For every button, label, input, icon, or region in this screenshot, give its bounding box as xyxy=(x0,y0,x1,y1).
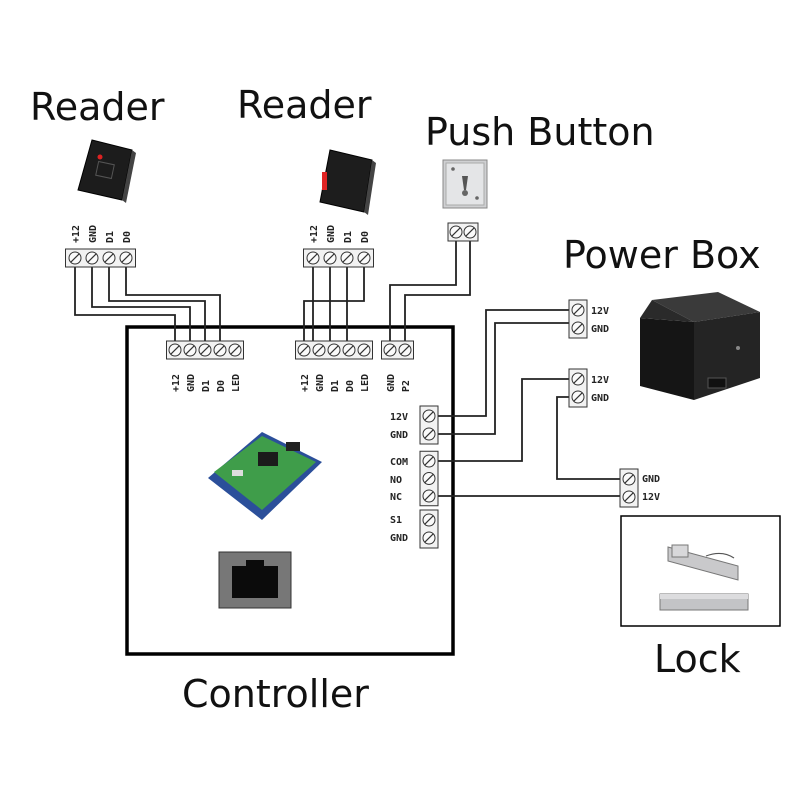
controller-r2-terminal-screw-1-slot xyxy=(299,345,309,355)
lock-terminal-labels: GND 12V xyxy=(642,474,660,503)
controller-side-labels: 12V GND COM NO NC S1 GND xyxy=(390,412,408,544)
reader1-terminal-labels: +12 GND D1 D0 xyxy=(71,225,133,243)
reader1-label-plus12: +12 xyxy=(71,225,82,243)
reader2-terminal-block xyxy=(303,248,374,268)
reader2-image xyxy=(319,149,376,215)
controller-btn-terminal-screw-2-slot xyxy=(400,345,410,355)
controller-r2-terminal-screw-4-slot xyxy=(344,345,354,355)
ctrl-r2-label-d0: D0 xyxy=(345,380,356,392)
power-box1-labels: 12V GND xyxy=(591,306,609,335)
ctrl-side-label-gnd: GND xyxy=(390,430,408,441)
reader1-terminal-block xyxy=(65,248,136,268)
reader2-label-plus12: +12 xyxy=(309,225,320,243)
ctrl-side-label-com: COM xyxy=(390,457,408,468)
controller-power-terminal-screw-1-slot xyxy=(424,411,434,421)
ctrl-r1-label-d1: D1 xyxy=(201,380,212,392)
reader2-terminal-screw-4-slot xyxy=(359,253,369,263)
power-box1-terminal-screw-2-slot xyxy=(573,323,583,333)
power-box-title: Power Box xyxy=(563,233,761,277)
reader2-terminal-screw-3-slot xyxy=(342,253,352,263)
controller-relay-terminal-screw-3-slot xyxy=(424,491,434,501)
lock-label-gnd: GND xyxy=(642,474,660,485)
controller-reader1-labels: +12 GND D1 D0 LED xyxy=(171,374,242,392)
ctrl-r1-label-led: LED xyxy=(231,374,242,392)
reader1-title: Reader xyxy=(30,85,165,129)
controller-r1-terminal-screw-2-slot xyxy=(185,345,195,355)
controller-r2-terminal-screw-2-slot xyxy=(314,345,324,355)
reader1-image xyxy=(77,139,136,203)
ctrl-btn-label-gnd: GND xyxy=(386,374,397,392)
ctrl-r1-label-gnd: GND xyxy=(186,374,197,392)
push-button-terminal-screw-1-slot xyxy=(451,227,461,237)
power-box2-labels: 12V GND xyxy=(591,375,609,404)
wires xyxy=(74,241,621,497)
reader1-label-d0: D0 xyxy=(122,231,133,243)
ctrl-r2-label-d1: D1 xyxy=(330,380,341,392)
ctrl-r2-label-gnd: GND xyxy=(315,374,326,392)
pb1-label-12v: 12V xyxy=(591,306,609,317)
circuit-board-image xyxy=(208,432,322,520)
ctrl-r1-label-d0: D0 xyxy=(216,380,227,392)
controller-box xyxy=(125,325,455,656)
lock-box xyxy=(620,515,781,627)
power-box1-terminal-screw-1-slot xyxy=(573,305,583,315)
controller-relay-terminal-screw-1-slot xyxy=(424,456,434,466)
reader2-label-gnd: GND xyxy=(326,225,337,243)
reader1-label-gnd: GND xyxy=(88,225,99,243)
power-box2-terminal-screw-2-slot xyxy=(573,392,583,402)
lock-label-12v: 12V xyxy=(642,492,660,503)
reader2-label-d0: D0 xyxy=(360,231,371,243)
controller-r2-terminal-screw-5-slot xyxy=(359,345,369,355)
reader1-terminal-screw-3-slot xyxy=(104,253,114,263)
ctrl-side-label-no: NO xyxy=(390,475,402,486)
reader2-terminal-labels: +12 GND D1 D0 xyxy=(309,225,371,243)
terminal-blocks xyxy=(65,222,639,549)
controller-title: Controller xyxy=(182,672,369,716)
controller-r1-terminal-screw-4-slot xyxy=(215,345,225,355)
reader1-label-d1: D1 xyxy=(105,231,116,243)
ctrl-r2-label-plus12: +12 xyxy=(300,374,311,392)
pb2-label-12v: 12V xyxy=(591,375,609,386)
push-button-image xyxy=(442,159,488,209)
pb2-label-gnd: GND xyxy=(591,393,609,404)
reader1-terminal-screw-2-slot xyxy=(87,253,97,263)
power-box-image xyxy=(640,292,760,400)
lock-terminal-screw-1-slot xyxy=(624,474,634,484)
reader2-terminal-screw-1-slot xyxy=(308,253,318,263)
ctrl-r2-label-led: LED xyxy=(360,374,371,392)
controller-sensor-terminal-screw-2-slot xyxy=(424,533,434,543)
push-button-terminal-screw-2-slot xyxy=(465,227,475,237)
reader2-terminal-screw-2-slot xyxy=(325,253,335,263)
reader2-title: Reader xyxy=(237,83,372,127)
controller-button-labels: GND P2 xyxy=(386,374,412,392)
reader1-terminal-screw-4-slot xyxy=(121,253,131,263)
lock-image xyxy=(659,544,749,611)
pb1-label-gnd: GND xyxy=(591,324,609,335)
controller-reader2-labels: +12 GND D1 D0 LED xyxy=(300,374,371,392)
rj45-port xyxy=(218,551,292,609)
ctrl-side-label-12v: 12V xyxy=(390,412,408,423)
controller-btn-terminal-screw-1-slot xyxy=(385,345,395,355)
controller-r1-terminal-screw-3-slot xyxy=(200,345,210,355)
controller-r1-terminal-screw-5-slot xyxy=(230,345,240,355)
push-button-title: Push Button xyxy=(425,110,655,154)
controller-power-terminal-screw-2-slot xyxy=(424,429,434,439)
reader2-label-d1: D1 xyxy=(343,231,354,243)
controller-r1-terminal-screw-1-slot xyxy=(170,345,180,355)
controller-r2-terminal-screw-3-slot xyxy=(329,345,339,355)
lock-title: Lock xyxy=(654,637,741,681)
ctrl-side-label-s1: S1 xyxy=(390,515,402,526)
ctrl-btn-label-p2: P2 xyxy=(401,380,412,392)
ctrl-side-label-nc: NC xyxy=(390,492,402,503)
reader1-terminal-screw-1-slot xyxy=(70,253,80,263)
ctrl-side-label-gnd2: GND xyxy=(390,533,408,544)
lock-terminal-screw-2-slot xyxy=(624,492,634,502)
controller-sensor-terminal-screw-1-slot xyxy=(424,515,434,525)
power-box2-terminal-screw-1-slot xyxy=(573,374,583,384)
controller-relay-terminal-screw-2-slot xyxy=(424,473,434,484)
ctrl-r1-label-plus12: +12 xyxy=(171,374,182,392)
